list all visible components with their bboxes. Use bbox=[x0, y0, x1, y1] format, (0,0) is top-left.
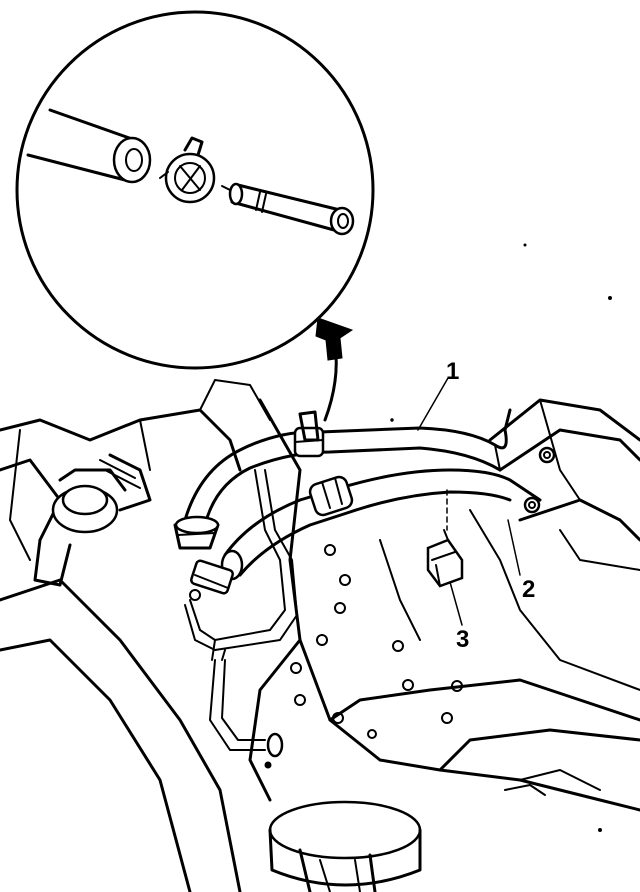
callout-1: 1 bbox=[446, 358, 460, 385]
callout-3: 3 bbox=[456, 626, 470, 653]
leader-lines bbox=[417, 377, 521, 626]
detail-clamp bbox=[159, 136, 216, 204]
frame-rail-right bbox=[488, 398, 640, 571]
detail-arrow bbox=[315, 317, 354, 422]
specks bbox=[390, 243, 612, 832]
metal-pipe bbox=[184, 469, 298, 661]
bracket-3 bbox=[426, 489, 464, 588]
hose-1-end bbox=[173, 515, 220, 550]
hose-1-clamp bbox=[293, 410, 325, 458]
callout-2: 2 bbox=[522, 576, 536, 603]
detail-hose bbox=[26, 108, 152, 184]
lower-lines bbox=[209, 659, 284, 769]
frame-connector-left bbox=[33, 453, 152, 587]
detail-pipe bbox=[221, 182, 355, 236]
floor-pan bbox=[248, 398, 640, 812]
hose-2 bbox=[220, 468, 542, 581]
hose-2-fitting bbox=[308, 475, 354, 517]
lower-mount bbox=[268, 800, 422, 892]
lower-clamp bbox=[189, 559, 234, 601]
